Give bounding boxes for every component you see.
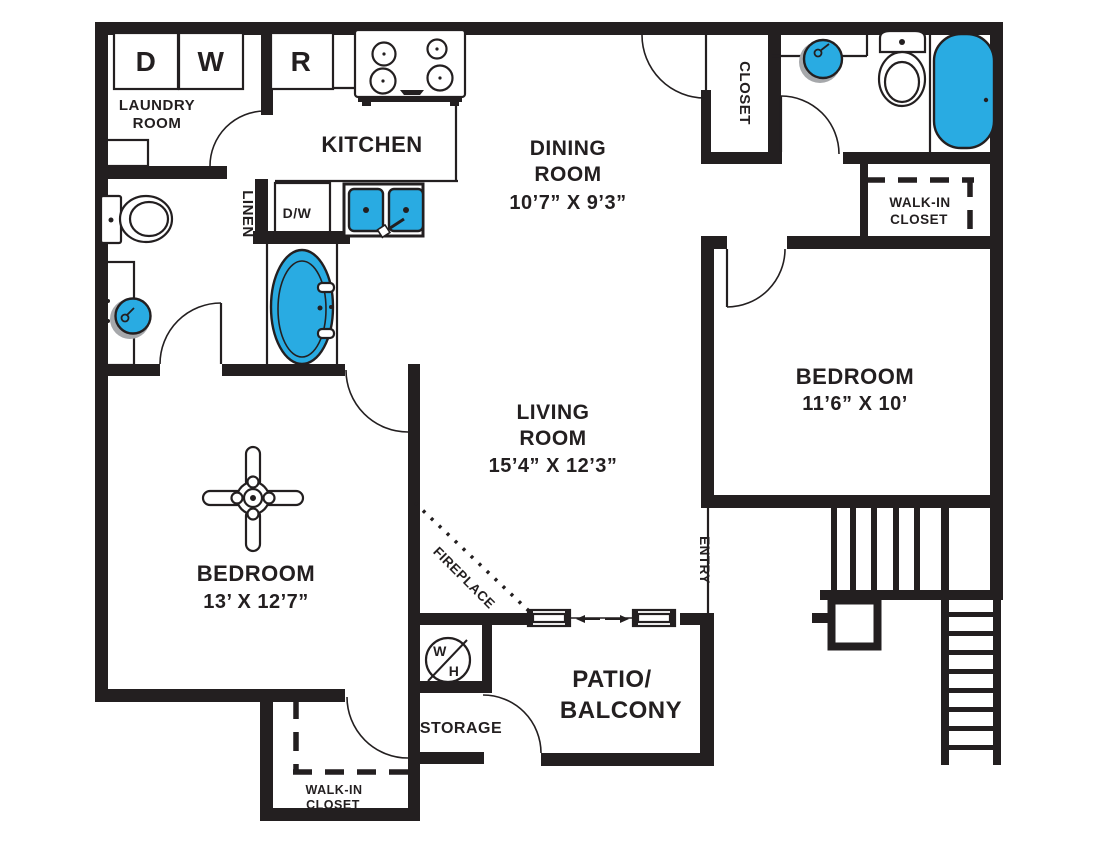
patio-label-2: BALCONY [560,697,682,724]
laundry-shelf [98,138,150,168]
faucet [120,313,130,323]
wall-kitchen-bottom [253,231,350,244]
dining-door-arc [641,34,706,99]
doors [159,34,840,759]
walkin-bottom-label-1: WALK-IN [306,783,363,797]
living-label-2: ROOM [519,427,586,450]
bedroom1-door-arc [345,369,409,433]
thin-lines [98,33,932,618]
storage-label: STORAGE [420,720,502,737]
stair-treads-down [941,612,1001,750]
dishwasher-label: D/W [283,205,312,221]
bedroom2-door-arc [726,248,786,308]
refrigerator-box [269,31,335,91]
wall-hall-closet-right [768,22,781,162]
toilet-bowl [118,194,174,244]
wall-patio-right [700,613,714,766]
wall-walkin-bottom-left [260,702,273,821]
wall-laundry-bath [95,166,227,179]
wall-outer-right [990,22,1003,600]
living-dims: 15’4” X 12’3” [489,455,618,477]
washer-box [177,31,245,91]
water-heater-w: W [433,643,447,659]
dryer-label: D [136,46,157,77]
bathtub [269,248,335,366]
wall-storage-bottom [408,752,484,764]
refrigerator-label: R [291,46,312,77]
water-heater: W H [424,636,472,684]
wall-bedroom1-bottom [95,689,345,702]
ceiling-fan [201,445,305,553]
stairs [812,506,1003,765]
laundry-label-2: ROOM [133,115,182,132]
bathroom-left-fixtures [99,194,336,367]
patio-label-1: PATIO/ [572,666,651,693]
wall-hall-closet-bottom [701,152,782,164]
wall-bedroom2-bottom [701,495,1003,508]
sliding-door [526,608,677,628]
dining-dims: 10’7” X 9’3” [509,192,626,214]
stair-rail-right [993,600,1001,765]
tub-knob [316,281,336,294]
wall-bath1-bottom-b [222,364,345,376]
wall-bath2-bottom [843,152,1003,164]
wall-main-divider [408,364,420,821]
washer-label: W [198,46,225,77]
hall-closet-label: CLOSET [736,61,753,125]
stair-post [827,596,882,651]
laundry-door-arc [209,110,266,167]
stair-rail-left [941,592,949,765]
wall-bedroom2-left [701,236,714,508]
walkin-top-label-2: CLOSET [890,212,948,227]
bedroom-left-label: BEDROOM [197,561,315,586]
sliding-door-arrows [576,615,629,623]
wall-bedroom2-top-b [787,236,1003,249]
wall-walkin-bottom-bottom [260,808,420,821]
tub-knob [316,327,336,340]
toilet-bowl [877,50,927,108]
wall-bath1-bottom-a [95,364,160,376]
stove [353,28,467,106]
stair-divider [941,506,949,592]
sliding-panel-right [631,608,677,628]
dining-label-2: ROOM [534,163,601,186]
bedroom-right-dims: 11’6” X 10’ [802,393,908,415]
bath2-door-arc [780,95,840,155]
faucet [813,48,823,58]
wall-wh-right [482,613,492,693]
walkin-bottom-door-arc [346,696,409,759]
vanity-sink [802,38,844,80]
bathtub [932,32,996,150]
entry-label: ENTRY [697,536,712,584]
wall-patio-bottom [541,753,712,766]
living-label-1: LIVING [516,401,589,424]
wall-linen-right [255,179,268,244]
linen-label: LINEN [239,190,256,238]
bedroom-right-label: BEDROOM [796,364,914,389]
storage-door-arc [482,694,542,754]
bathroom-right-fixtures [799,29,996,150]
fireplace-label: FIREPLACE [430,544,498,612]
walkin-bottom-label-2: CLOSET [306,798,360,812]
bedroom-left-dims: 13’ X 12’7” [203,591,309,613]
wall-living-bottom-a [408,613,530,625]
walkin-top-label-1: WALK-IN [889,195,950,210]
laundry-label-1: LAUNDRY [119,97,195,114]
stair-bottom-wall [820,590,1003,600]
fireplace-line [413,501,532,614]
vanity-sink [114,297,152,335]
wall-wh-bottom [408,681,492,693]
dishwasher-box [273,181,332,242]
kitchen-sink [342,182,425,239]
dining-label-1: DINING [530,137,607,160]
kitchen-label: KITCHEN [321,132,422,157]
wall-hall-closet-left [701,90,711,162]
wall-walkin-top-left [860,164,868,249]
sliding-panel-left [526,608,572,628]
water-heater-h: H [449,663,460,679]
bath1-door-arc [159,302,222,365]
laundry-appliances [112,31,335,91]
